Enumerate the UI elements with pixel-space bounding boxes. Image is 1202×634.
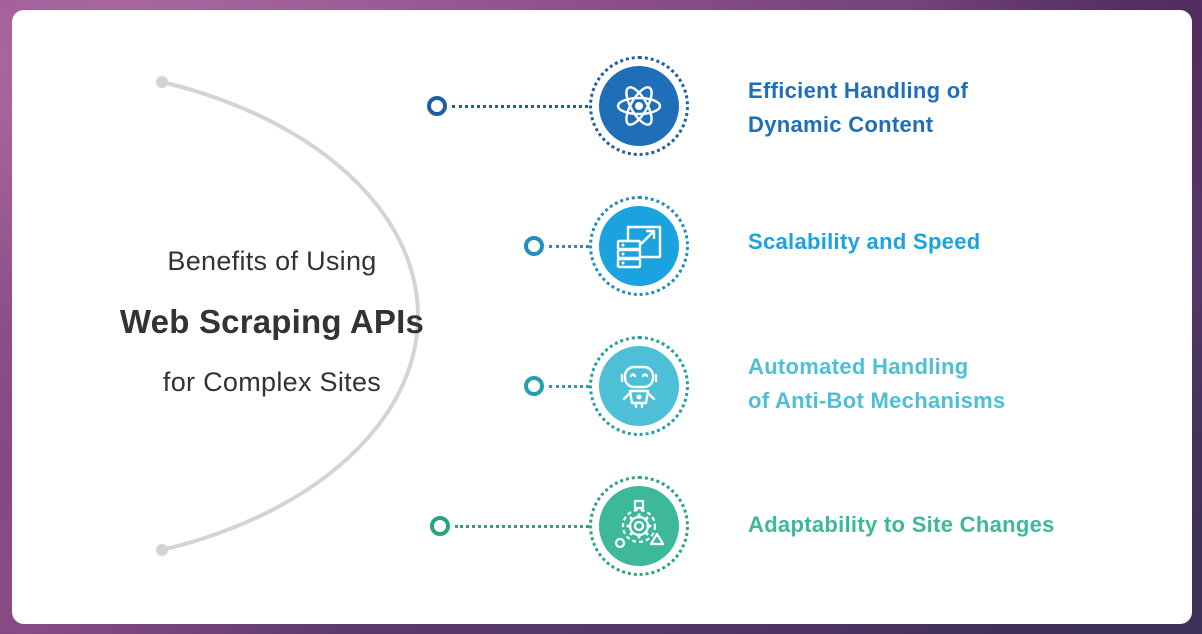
icon-badge-2 [589,196,689,296]
connector-dots-4 [455,525,589,528]
benefit-label-1: Efficient Handling of Dynamic Content [748,78,969,137]
arc-end-dot [156,544,168,556]
benefit-label-3: Automated Handling of Anti-Bot Mechanism… [748,354,1006,413]
title-line-3: for Complex Sites [162,367,382,397]
connector-node-2 [524,236,544,256]
arc-start-dot [156,76,168,88]
gear-shapes-icon [614,499,665,549]
server-scale-icon [616,225,662,269]
icon-badge-1 [589,56,689,156]
connector-node-4 [430,516,450,536]
icon-badge-3 [589,336,689,436]
connector-dots-1 [452,105,588,108]
atom-icon [616,86,662,126]
connector-node-3 [524,376,544,396]
title-line-2: Web Scraping APIs [119,303,425,340]
diagram-title: Benefits of Using Web Scraping APIs for … [72,246,472,398]
connector-dots-2 [549,245,589,248]
connector-node-1 [427,96,447,116]
arc-diagram [156,76,420,556]
benefit-label-2: Scalability and Speed [748,229,981,254]
title-line-1: Benefits of Using [167,246,377,276]
benefit-label-4: Adaptability to Site Changes [748,512,1055,537]
icon-badge-4 [589,476,689,576]
timeline-arc [160,80,420,552]
infographic-card: Benefits of Using Web Scraping APIs for … [12,10,1192,624]
robot-icon [620,365,658,409]
connector-dots-3 [549,385,589,388]
